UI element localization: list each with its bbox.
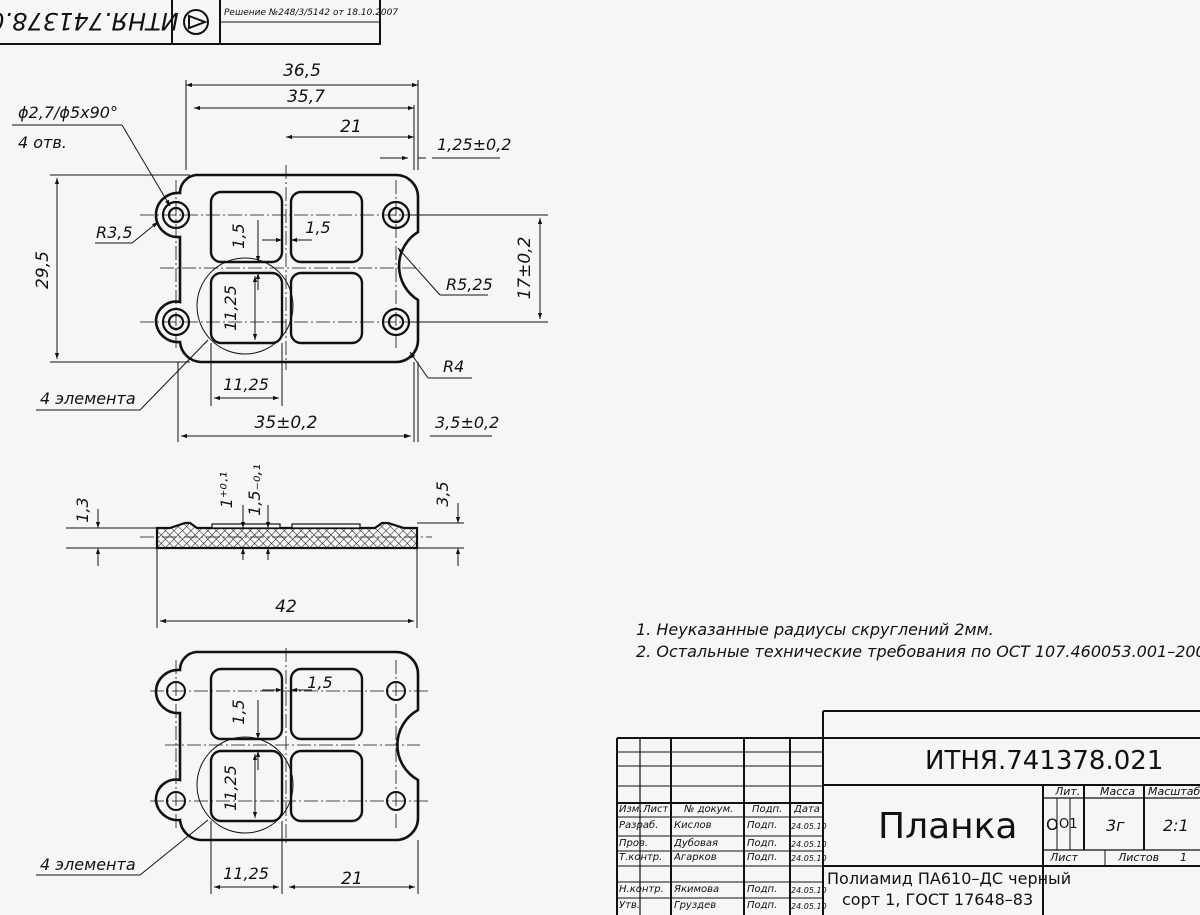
dim-35-7: 35,7	[287, 87, 325, 107]
name-norm-control: Якимова	[674, 884, 720, 895]
tech-note-2: 2. Остальные технические требования по О…	[636, 642, 1200, 661]
bottom-dim-11-25-vertical: 11,25	[221, 765, 240, 811]
date-approver: 24.05.10	[791, 902, 827, 911]
lit-value-1: О	[1046, 815, 1059, 834]
certification-icon	[183, 9, 209, 35]
bottom-dim-1-5-horizontal: 1,5	[307, 673, 332, 692]
header-izm: Изм.	[619, 804, 643, 815]
material-line-2: сорт 1, ГОСТ 17648–83	[842, 890, 1034, 909]
dim-1-5-vertical: 1,5	[229, 223, 248, 248]
bottom-dim-11-25-horizontal: 11,25	[223, 864, 269, 883]
sign-tech-control: Подп.	[747, 852, 778, 863]
dim-29-5: 29,5	[33, 251, 53, 289]
bottom-dim-1-5-vertical: 1,5	[229, 699, 248, 724]
date-norm-control: 24.05.10	[791, 886, 827, 895]
drawing-code: ИТНЯ.741378.021	[925, 746, 1164, 776]
decision-note: Решение №248/3/5142 от 18.10.2007	[224, 8, 398, 18]
role-norm-control: Н.контр.	[619, 884, 664, 895]
sign-approver: Подп.	[747, 900, 778, 911]
sheets-count: 1	[1180, 851, 1187, 864]
date-developer: 24.05.10	[791, 822, 827, 831]
dim-11-25-horizontal: 11,25	[223, 375, 269, 394]
dim-1-tolerance: 1⁺⁰·¹	[217, 472, 236, 509]
elements-label: 4 элемента	[40, 389, 136, 408]
bottom-view	[36, 648, 430, 894]
plan-view	[12, 80, 548, 442]
r3-5-label: R3,5	[96, 223, 133, 242]
date-checker: 24.05.10	[791, 840, 827, 849]
name-tech-control: Агарков	[674, 852, 717, 863]
dim-21-top: 21	[340, 117, 362, 137]
section-view-labels: 1,3 1⁺⁰·¹ 1,5₋₀,₁ 3,5 42	[73, 464, 452, 617]
hole-label: ϕ2,7/ϕ5х90°	[18, 103, 118, 122]
name-checker: Дубовая	[674, 838, 719, 849]
sign-checker: Подп.	[747, 838, 778, 849]
header-sign: Подп.	[752, 804, 783, 815]
r5-25-label: R5,25	[446, 275, 493, 294]
dim-3-5: 3,5±0,2	[435, 413, 499, 432]
sheet-label: Лист	[1050, 851, 1078, 864]
date-tech-control: 24.05.10	[791, 854, 827, 863]
bottom-view-labels: 1,5 1,5 11,25 11,25 21 4 элемента	[40, 673, 363, 889]
revision-stamp: ИТНЯ.741378.0 Решение №248/3/5142 от 18.…	[0, 0, 398, 45]
role-tech-control: Т.контр.	[619, 852, 663, 863]
tech-note-1: 1. Неуказанные радиусы скруглений 2мм.	[636, 620, 994, 639]
header-list: Лист	[643, 804, 669, 815]
mass-value: 3г	[1106, 816, 1125, 835]
dim-1-3: 1,3	[73, 497, 92, 522]
dim-17: 17±0,2	[515, 237, 535, 300]
title-block-grid	[616, 710, 1200, 915]
part-name: Планка	[878, 806, 1018, 847]
bottom-elements-label: 4 элемента	[40, 855, 136, 874]
sign-developer: Подп.	[747, 820, 778, 831]
name-developer: Кислов	[674, 820, 712, 831]
dim-42: 42	[275, 597, 297, 617]
plan-view-labels: 36,5 35,7 21 1,25±0,2 ϕ2,7/ϕ5х90° 4 отв.…	[18, 61, 535, 433]
role-checker: Пров.	[619, 838, 649, 849]
name-approver: Груздев	[674, 900, 717, 911]
dim-1-5-horizontal: 1,5	[305, 218, 330, 237]
role-approver: Утв.	[619, 900, 640, 911]
sheets-label: Листов	[1118, 851, 1160, 864]
material-line-1: Полиамид ПА610–ДС черный	[827, 869, 1072, 888]
r4-label: R4	[443, 357, 464, 376]
bottom-dim-21: 21	[341, 869, 363, 889]
mass-header: Масса	[1100, 785, 1136, 798]
role-developer: Разраб.	[619, 820, 659, 831]
lit-value-2: О1	[1059, 817, 1078, 832]
dim-3-5-section: 3,5	[433, 481, 452, 506]
dim-1-25: 1,25±0,2	[437, 135, 511, 154]
holes-count-label: 4 отв.	[18, 133, 67, 152]
sign-norm-control: Подп.	[747, 884, 778, 895]
dim-35: 35±0,2	[255, 413, 318, 433]
scale-value: 2:1	[1163, 816, 1189, 835]
dim-11-25-vertical: 11,25	[221, 285, 240, 331]
dim-1-5-tolerance: 1,5₋₀,₁	[245, 464, 264, 516]
header-doc: № докум.	[684, 804, 734, 815]
scale-header: Масштаб	[1148, 785, 1200, 798]
dim-36-5: 36,5	[283, 61, 321, 81]
lit-header: Лит.	[1055, 785, 1081, 798]
stamp-code: ИТНЯ.741378.0	[0, 7, 179, 35]
header-date: Дата	[794, 804, 820, 815]
section-view	[66, 503, 464, 628]
